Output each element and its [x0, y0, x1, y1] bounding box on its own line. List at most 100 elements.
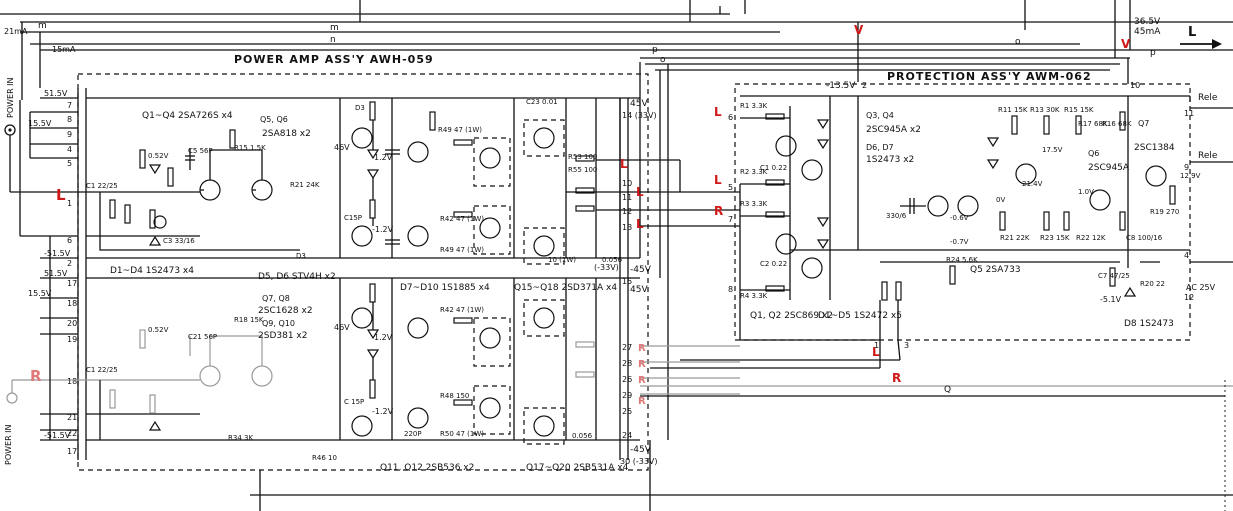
channel-l-protect-2: L [714, 173, 722, 187]
power-in-lower-label: POWER IN [4, 424, 13, 465]
protection-voltages: -0.6V -0.7V 0V 17.5V 21.4V 1.0V 12.9V [950, 146, 1201, 246]
pin-number: 8 [67, 115, 72, 124]
terminal-minus-45v-bottom: -45V [630, 445, 652, 455]
pin-number: 25 [622, 407, 632, 416]
value-c3: C3 33/16 [163, 237, 195, 245]
value-r24-protect: R24 5.6K [946, 256, 978, 264]
value-r15: R15 1.5K [234, 144, 266, 152]
value-r1: R1 3.3K [740, 102, 768, 110]
value-r49-upper: R49 47 (1W) [438, 126, 482, 134]
pin-number: 17 [67, 447, 77, 456]
current-21ma: 21mA [4, 27, 28, 36]
top-bus-lines [0, 0, 1233, 100]
bottom-pink-markers: R R R R [638, 343, 646, 407]
label-q9-q10-part: 2SD381 x2 [258, 331, 307, 341]
lower-output-stage [407, 278, 597, 445]
pin-number: 6 [67, 236, 72, 245]
voltage-label: 12.9V [1180, 172, 1201, 180]
label-minus-5-1v: -5.1V [1100, 295, 1122, 304]
value-0-056: 0.056 [602, 256, 623, 264]
voltage-label: 0V [996, 196, 1005, 204]
terminal-minus-45v-top: -45V [630, 265, 652, 275]
value-r3: R3 3.3K [740, 200, 768, 208]
lower-input-stage [99, 329, 273, 440]
label-q9-q10: Q9, Q10 [262, 319, 295, 328]
pin-number: 15 [622, 277, 632, 286]
value-220p: 220P [404, 430, 422, 438]
terminal-14-33v: 14 (33V) [622, 111, 657, 120]
value-c21: C21 56P [188, 333, 217, 341]
value-c1-protect: C1 0.22 [760, 164, 787, 172]
value-r11-protect: R11 15K [998, 106, 1028, 114]
pin-number: 27 [622, 343, 632, 352]
value-c8-protect: C8 100/16 [1126, 234, 1163, 242]
terminal-30-minus-33v: 30 (-33V) [620, 457, 658, 466]
value-c5: C5 56P [188, 147, 213, 155]
power-amp-rails [70, 97, 640, 441]
voltage-1-2v-upper: 1.2V [374, 153, 393, 162]
rail-51-5v-bottom: 51.5V [44, 269, 68, 278]
label-q7-q8: Q7, Q8 [262, 294, 290, 303]
value-052v-lower: 0.52V [148, 326, 169, 334]
protection-title: PROTECTION ASS'Y AWM-062 [887, 70, 1092, 83]
pin-number: 12 [1184, 293, 1194, 302]
left-pin-numbers: 7 8 9 4 5 1 6 2 17 18 20 19 18 21 22 17 [67, 101, 77, 456]
channel-l-out-2: L [636, 185, 644, 199]
rail-neg-51-5v-top: -51.5V [44, 249, 71, 258]
value-c1: C1 22/25 [86, 182, 118, 190]
label-d7-d10: D7~D10 1S1885 x4 [400, 283, 490, 293]
channel-l-marker: L [56, 186, 66, 204]
voltage-minus-1-2v-lower: -1.2V [372, 407, 394, 416]
value-r46: R46 10 [312, 454, 337, 462]
voltage-1-2v-lower: 1.2V [374, 333, 393, 342]
label-q3-q4-protect: Q3, Q4 [866, 111, 894, 120]
label-q7-part: 2SC1384 [1134, 143, 1175, 153]
direction-arrow-icon: L [1180, 25, 1222, 49]
value-r48: R48 150 [440, 392, 469, 400]
current-15ma: 15mA [52, 45, 76, 54]
label-q5-protect: Q5 2SA733 [970, 265, 1021, 275]
protection-v-top: -13.5V [826, 81, 856, 91]
supply-voltage: 36.5V [1134, 17, 1161, 27]
pin-number: 5 [67, 159, 72, 168]
value-r19-protect: R19 270 [1150, 208, 1179, 216]
value-r49-lower: R49 47 (1W) [440, 246, 484, 254]
channel-r-out-4: R [638, 396, 646, 407]
label-d3: D3 [355, 104, 365, 112]
label-q6-part: 2SC945A [1088, 163, 1130, 173]
value-052v: 0.52V [148, 152, 169, 160]
bottom-q-bus [250, 380, 1233, 511]
value-c15p-upper: C15P [344, 214, 362, 222]
protection-pin-10: 10 [1130, 81, 1140, 90]
channel-l-protect-3: L [872, 345, 880, 359]
bus-label-p: p [1150, 48, 1156, 58]
bus-label-q: Q [944, 385, 951, 395]
power-amp-board-outline [77, 73, 649, 471]
label-d5-d6: D5, D6 STV4H x2 [258, 272, 336, 282]
protection-pin-2: 2 [862, 81, 867, 90]
channel-r-out-2: R [638, 359, 646, 370]
value-330-6: 330/6 [886, 212, 907, 220]
terminal-45v-bottom: 45V [630, 285, 648, 295]
pin-number: 11 [1184, 109, 1194, 118]
voltage-label: -0.7V [950, 238, 969, 246]
value-r53: R53 100 [568, 153, 597, 161]
value-r22-protect: R22 12K [1076, 234, 1106, 242]
value-c7-protect: C7 47/25 [1098, 272, 1130, 280]
pin-number: 1 [874, 341, 879, 350]
bus-label-o-left: o [660, 55, 666, 65]
value-r20-protect: R20 22 [1140, 280, 1165, 288]
label-d1-d5-protect: D1~D5 1S2472 x5 [818, 311, 902, 321]
bus-label-m-left: m [38, 21, 47, 31]
pin-number: 6 [728, 113, 733, 122]
pin-number: 1 [67, 199, 72, 208]
pin-number: 11 [622, 193, 632, 202]
label-q11-q12: Q11, Q12 2SB536 x2 [380, 463, 474, 473]
protection-pin-numbers: 1 3 4 5 6 7 8 9 11 12 [728, 109, 1194, 350]
pin-number: 4 [1184, 251, 1189, 260]
label-d1-d4: D1~D4 1S2473 x4 [110, 266, 194, 276]
pin-number: 13 [622, 223, 632, 232]
pin-number: 26 [622, 375, 632, 384]
label-q5-q6: Q5, Q6 [260, 115, 288, 124]
